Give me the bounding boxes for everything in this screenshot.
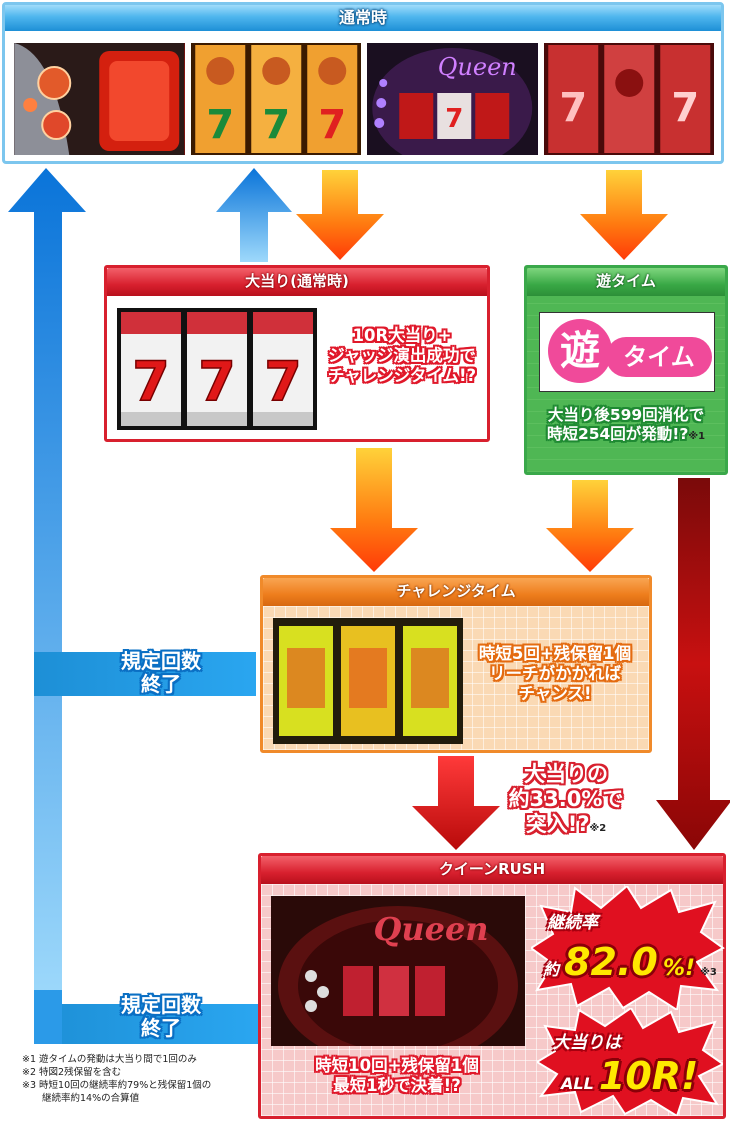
burst1-value-row: 約 82.0 %! ※3 xyxy=(543,940,730,984)
return-upper-line-2: 終了 xyxy=(141,672,181,696)
reel-seven-6: 7 xyxy=(671,85,699,131)
rush-description: 時短10回+残保留1個 最短1秒で決着!? xyxy=(265,1056,529,1096)
entry-line-2: 約33.0%で xyxy=(508,787,624,812)
reels-glow-svg: 7 7 7 xyxy=(190,43,361,155)
return-label-lower: 規定回数 終了 xyxy=(96,994,226,1040)
return-arrow-long xyxy=(8,168,258,1044)
arrow-challenge-to-rush xyxy=(412,756,500,850)
ooatari-line-3: チャレンジタイム!? xyxy=(327,365,477,385)
normal-state-photos: 7 7 7 Queen 7 xyxy=(14,43,714,155)
challenge-description: 時短5回+残保留1個 リーチがかかれば チャンス! xyxy=(459,644,651,703)
ooatari-description: 10R大当り+ ジャッジ演出成功で チャレンジタイム!? xyxy=(317,326,487,385)
return-upper-line-1: 規定回数 xyxy=(121,649,201,673)
ooatari-reels-image: 7 7 7 xyxy=(117,308,317,430)
rush-machine-svg: Queen xyxy=(271,896,525,1066)
asobi-note-mark: ※1 xyxy=(688,430,706,442)
challenge-reels-svg xyxy=(273,618,463,744)
burst2-prefix: ALL xyxy=(561,1074,594,1093)
burst2-value: 10R! xyxy=(598,1054,699,1098)
footnote-2: ※2 特図2残保留を含む xyxy=(22,1067,122,1078)
burst2-value-row: ALL 10R! xyxy=(561,1054,721,1098)
ooatari-title: 大当り(通常時) xyxy=(107,268,487,296)
return-arrow-short xyxy=(216,168,292,262)
asobi-line-2: 時短254回が発動!?※1 xyxy=(527,425,725,444)
all-10r-burst xyxy=(537,1008,723,1116)
challenge-line-3: チャンス! xyxy=(518,683,592,703)
entry-line-3-text: 突入!? xyxy=(525,812,590,837)
asobi-line-1: 大当り後599回消化で xyxy=(547,406,705,424)
queen-logo: Queen xyxy=(373,910,488,948)
reel-seven-1: 7 xyxy=(206,102,234,148)
ooatari-seven-3: 7 xyxy=(264,350,302,413)
footnote-1: ※1 遊タイムの発動は大当り間で1回のみ xyxy=(22,1054,197,1065)
normal-state-panel: 通常時 7 7 7 xyxy=(2,2,724,164)
asobi-logo: 遊 タイム xyxy=(539,312,715,392)
arrow-asobi-to-rush xyxy=(656,478,730,850)
entry-line-1: 大当りの xyxy=(524,762,608,786)
burst1-label: 継続率 xyxy=(547,913,598,933)
machine-photo-1 xyxy=(14,43,185,155)
challenge-line-1: 時短5回+残保留1個 xyxy=(478,644,632,663)
challenge-time-panel: チャレンジタイム 時短5回+残保留1個 リーチがかかれば チャンス! xyxy=(260,575,652,753)
ooatari-line-2: ジャッジ演出成功で xyxy=(328,345,476,365)
rush-machine-image: Queen xyxy=(271,896,525,1066)
machine-photo-3: Queen 7 xyxy=(367,43,538,155)
ooatari-seven-1: 7 xyxy=(132,350,170,413)
ooatari-seven-2: 7 xyxy=(198,350,236,413)
burst1-note-mark: ※3 xyxy=(700,967,717,978)
burst2-label: 大当りは xyxy=(553,1033,621,1053)
asobi-logo-kana: タイム xyxy=(606,337,712,377)
reel-seven-3: 7 xyxy=(318,102,346,148)
burst1-unit: %! xyxy=(662,956,696,981)
queen-logo-small: Queen xyxy=(438,53,517,81)
reel-seven-4: 7 xyxy=(445,104,463,134)
burst1-value: 82.0 xyxy=(564,940,658,984)
asobi-title: 遊タイム xyxy=(527,268,725,296)
footnote-3: ※3 時短10回の継続率約79%と残保留1個の xyxy=(22,1080,212,1091)
arrow-to-ooatari xyxy=(296,170,384,260)
entry-line-3: 突入!?※2 xyxy=(496,812,636,837)
challenge-line-2: リーチがかかれば xyxy=(489,663,621,683)
ooatari-line-1: 10R大当り+ xyxy=(352,326,452,345)
return-lower-line-1: 規定回数 xyxy=(121,993,201,1017)
rush-entry-rate: 大当りの 約33.0%で 突入!?※2 xyxy=(496,762,636,838)
rush-line-2: 最短1秒で決着!? xyxy=(333,1075,461,1095)
asobi-line-2-text: 時短254回が発動!? xyxy=(546,424,689,443)
challenge-reels-image xyxy=(273,618,463,744)
ooatari-reels-svg: 7 7 7 xyxy=(117,308,317,430)
return-label-upper: 規定回数 終了 xyxy=(96,650,226,696)
reels-red-svg: 7 7 xyxy=(543,43,714,155)
asobi-time-panel: 遊タイム 遊 タイム 大当り後599回消化で 時短254回が発動!?※1 xyxy=(524,265,728,475)
return-lower-line-2: 終了 xyxy=(141,1016,181,1040)
rush-title: クイーンRUSH xyxy=(261,856,723,884)
burst1-prefix: 約 xyxy=(543,960,560,979)
queen-rush-panel: クイーンRUSH Queen 時短10回+残保留1個 最短1秒で決着!? 継続率… xyxy=(258,853,726,1119)
machine-lights-svg xyxy=(14,43,185,155)
asobi-logo-kanji: 遊 xyxy=(548,319,612,383)
machine-front-svg: Queen 7 xyxy=(367,43,538,155)
reel-seven-5: 7 xyxy=(559,85,587,131)
rush-line-1: 時短10回+残保留1個 xyxy=(315,1056,479,1075)
arrow-ooatari-to-challenge xyxy=(330,448,418,572)
continuation-rate-burst xyxy=(531,886,725,1010)
footnotes: ※1 遊タイムの発動は大当り間で1回のみ ※2 特図2残保留を含む ※3 時短1… xyxy=(22,1053,258,1105)
machine-photo-2: 7 7 7 xyxy=(190,43,361,155)
arrow-to-asobi xyxy=(580,170,668,260)
arrow-asobi-to-challenge xyxy=(546,480,634,572)
asobi-description: 大当り後599回消化で 時短254回が発動!?※1 xyxy=(527,406,725,443)
normal-state-title: 通常時 xyxy=(5,5,721,33)
challenge-title: チャレンジタイム xyxy=(263,578,649,606)
footnote-3-cont: 継続率約14%の合算値 xyxy=(42,1093,140,1104)
ooatari-panel: 大当り(通常時) 7 7 7 10R大当り+ ジャッジ演出成功で チャレンジタイ… xyxy=(104,265,490,442)
machine-photo-4: 7 7 xyxy=(543,43,714,155)
entry-note-mark: ※2 xyxy=(589,823,607,835)
reel-seven-2: 7 xyxy=(262,102,290,148)
